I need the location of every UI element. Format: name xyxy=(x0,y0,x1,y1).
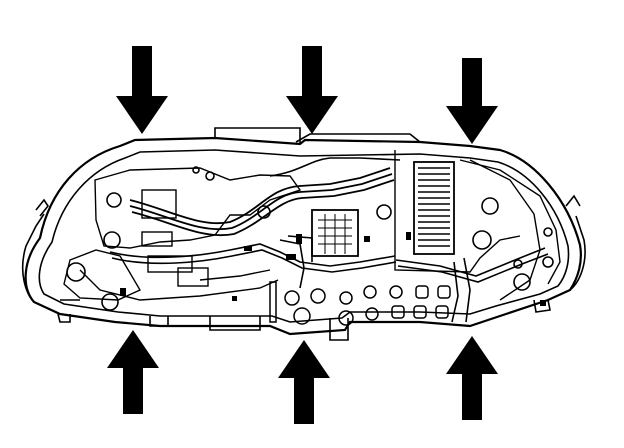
arrow-down-center xyxy=(286,46,338,134)
arrow-up-center xyxy=(278,340,330,424)
components xyxy=(120,232,546,306)
bottom-arrows xyxy=(107,330,498,424)
board-internals xyxy=(60,150,561,323)
screw-right-upper xyxy=(481,197,499,215)
board-outline xyxy=(21,127,586,341)
screw-center-left xyxy=(257,205,271,219)
screw-right-lower xyxy=(513,273,531,291)
arrow-up-left xyxy=(107,330,159,414)
end-clips xyxy=(35,194,581,323)
screw-left-upper xyxy=(106,192,122,208)
bulb-sockets xyxy=(269,281,451,326)
screw-center xyxy=(376,204,392,220)
arrow-up-right xyxy=(446,336,498,420)
screw-left-lower xyxy=(66,262,86,282)
top-arrows xyxy=(116,46,498,144)
mounting-screws xyxy=(66,166,554,311)
screw-right-mid xyxy=(472,230,492,250)
arrow-down-left xyxy=(116,46,168,134)
screw-left-mid xyxy=(103,231,121,249)
arrow-down-right xyxy=(446,58,498,144)
screw-left-bottom xyxy=(101,293,119,311)
